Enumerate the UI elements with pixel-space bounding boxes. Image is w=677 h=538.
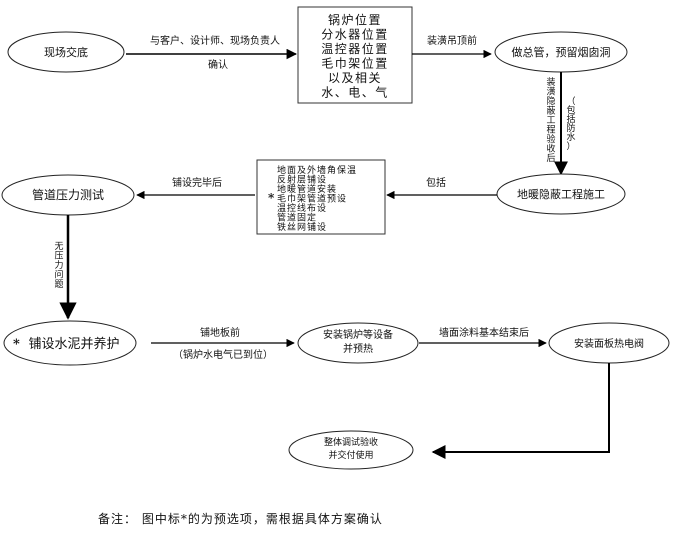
edge-briefing-label-bottom: 确认 xyxy=(208,58,228,71)
edge-construction-label: 包括 xyxy=(426,176,446,189)
edge-mainpipe-char: 装 xyxy=(546,76,555,88)
node-cement-star: * xyxy=(13,337,20,352)
edge-mainpipe-paren-char: 防 xyxy=(566,122,575,134)
edge-mainpipe-paren-char: ） xyxy=(566,141,575,152)
node-underfloor-box: * 地面及外墙角保温反射层铺设地暖管道安装毛巾架管道预设温控线布设管道固定铁丝网… xyxy=(256,159,386,235)
underfloor-line: 地暖管道安装 xyxy=(277,183,337,195)
edge-pressure-char: 压 xyxy=(54,251,63,262)
node-underfloor-construction-label: 地暖隐蔽工程施工 xyxy=(517,188,605,201)
edge-briefing-to-location: 与客户、设计师、现场负责人 确认 xyxy=(126,34,298,71)
node-main-pipe-label: 做总管，预留烟囱洞 xyxy=(512,45,611,59)
edge-mainpipe-paren-char: 括 xyxy=(566,113,575,125)
node-cement: * 铺设水泥并养护 xyxy=(3,320,137,366)
edge-mainpipe-char: 收 xyxy=(546,143,555,155)
location-line: 以及相关 xyxy=(328,71,382,85)
edge-mainpipe-char: 后 xyxy=(546,153,555,164)
edge-mainpipe-paren-char: （ xyxy=(566,96,575,107)
node-boiler-install: 安装锅炉等设备 并预热 xyxy=(297,322,419,364)
edge-mainpipe-char: 隐 xyxy=(546,95,555,107)
edge-location-to-mainpipe: 装潢吊顶前 xyxy=(412,34,492,59)
location-line: 锅炉位置 xyxy=(328,12,382,27)
node-main-pipe: 做总管，预留烟囱洞 xyxy=(494,31,628,73)
underfloor-line: 铁丝网铺设 xyxy=(277,221,327,233)
edge-box-to-pressure: 铺设完毕后 xyxy=(136,176,255,200)
node-boiler-install-line-1: 安装锅炉等设备 xyxy=(323,328,393,341)
edge-box-label: 铺设完毕后 xyxy=(172,176,222,189)
edge-cement-label-bottom: （锅炉水电气已到位） xyxy=(173,348,273,361)
edge-mainpipe-paren-char: 水 xyxy=(566,131,575,143)
node-boiler-install-line-2: 并预热 xyxy=(343,342,373,355)
edge-pressure-char: 题 xyxy=(54,279,63,290)
underfloor-line: 毛巾架管道预设 xyxy=(277,193,347,205)
edge-briefing-label-top: 与客户、设计师、现场负责人 xyxy=(150,34,280,47)
node-panel-install: 安装面板热电阀 xyxy=(548,322,670,364)
node-panel-install-label: 安装面板热电阀 xyxy=(574,337,644,350)
node-final-test-line-1: 整体调试验收 xyxy=(324,436,378,448)
edge-construction-to-box: 包括 xyxy=(386,176,497,200)
node-site-briefing: 现场交底 xyxy=(7,31,125,73)
location-line: 毛巾架位置 xyxy=(321,56,389,71)
node-cement-label: 铺设水泥并养护 xyxy=(28,336,119,352)
edge-location-label: 装潢吊顶前 xyxy=(427,34,477,47)
edge-pressure-char: 无 xyxy=(54,241,63,252)
underfloor-line: 管道固定 xyxy=(277,212,317,224)
underfloor-line: 反射层铺设 xyxy=(277,174,327,186)
footnote: 备注： 图中标*的为预选项，需根据具体方案确认 xyxy=(98,512,383,526)
edge-mainpipe-char: 程 xyxy=(546,125,555,136)
node-underfloor-box-star: * xyxy=(268,191,275,205)
node-final-test-line-2: 并交付使用 xyxy=(328,449,373,461)
edge-panel-to-final xyxy=(431,363,610,459)
location-line: 温控器位置 xyxy=(321,41,389,56)
underfloor-line: 温控线布设 xyxy=(277,202,327,214)
edge-boiler-label: 墙面涂料基本结束后 xyxy=(439,326,529,339)
edge-pressure-char: 问 xyxy=(54,269,63,281)
edge-mainpipe-char: 潢 xyxy=(546,86,555,98)
node-final-test: 整体调试验收 并交付使用 xyxy=(288,430,414,470)
edge-mainpipe-char: 蔽 xyxy=(546,105,555,117)
location-line: 水、电、气 xyxy=(321,85,389,100)
edge-mainpipe-char: 验 xyxy=(546,133,555,145)
edge-cement-to-boiler: 铺地板前 （锅炉水电气已到位） xyxy=(151,326,295,361)
edge-mainpipe-char: 工 xyxy=(546,116,555,126)
node-pressure-test: 管道压力测试 xyxy=(1,174,135,216)
location-line: 分水器位置 xyxy=(321,27,389,42)
node-pressure-test-label: 管道压力测试 xyxy=(32,187,104,202)
edge-boiler-to-panel: 墙面涂料基本结束后 xyxy=(419,326,547,348)
node-site-briefing-label: 现场交底 xyxy=(44,45,88,59)
edge-mainpipe-paren-char: 包 xyxy=(566,104,575,116)
edge-pressure-char: 力 xyxy=(54,259,63,271)
node-underfloor-construction: 地暖隐蔽工程施工 xyxy=(496,173,626,215)
edge-cement-label-top: 铺地板前 xyxy=(200,326,240,339)
underfloor-line: 地面及外墙角保温 xyxy=(277,164,357,176)
